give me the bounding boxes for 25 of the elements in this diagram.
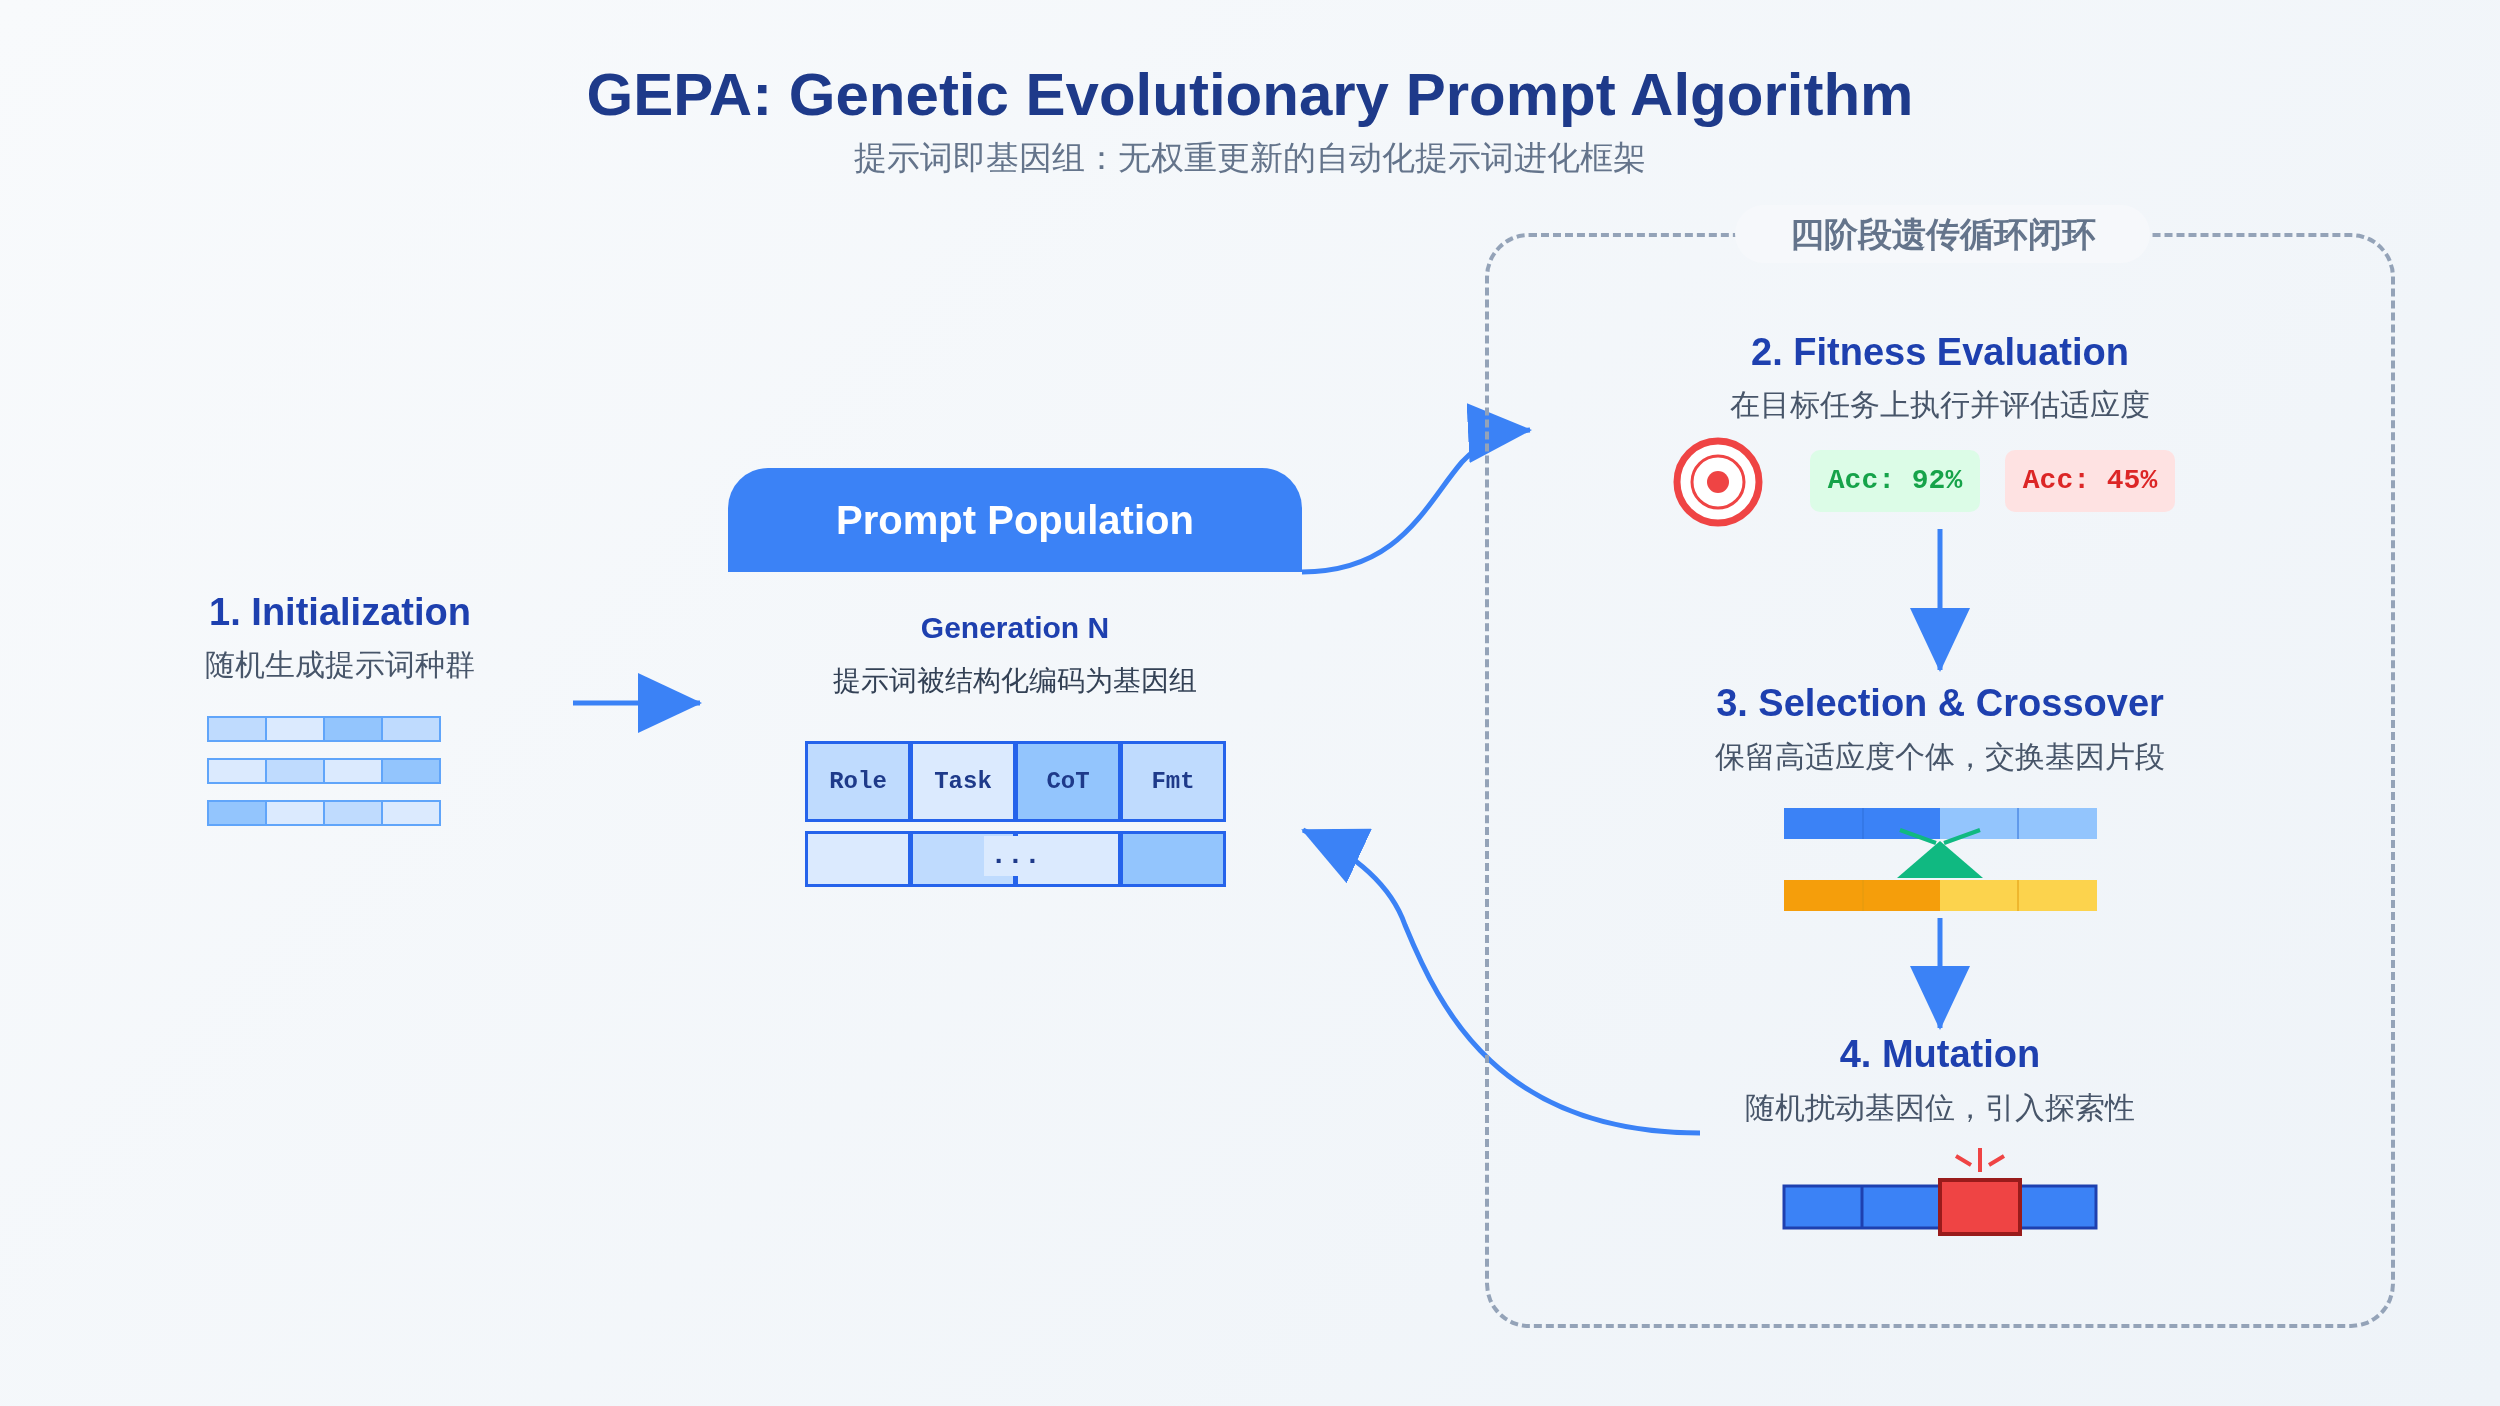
step-title: 2. Fitness Evaluation [1751, 330, 2129, 375]
frame-title: 四阶段遗传循环闭环 [1735, 205, 2150, 263]
arrow [1301, 827, 1701, 1136]
arrow [1910, 529, 1970, 672]
title: GEPA: Genetic Evolutionary Prompt Algorithm [586, 62, 1914, 128]
score-badge: Acc: 45% [2005, 450, 2175, 512]
gene-cell: CoT [1015, 741, 1121, 822]
step-title: 1. Initialization [209, 590, 471, 635]
step-description: 在目标任务上执行并评估适应度 [1730, 387, 2150, 423]
generation-label: Generation N [920, 610, 1110, 646]
gene-cell: Role [805, 741, 911, 822]
step-description: 随机扰动基因位，引入探索性 [1745, 1090, 2135, 1126]
score-badge: Acc: 92% [1810, 450, 1980, 512]
arrow [573, 673, 702, 733]
arrow [1910, 918, 1970, 1030]
step-description: 随机生成提示词种群 [205, 647, 475, 683]
step-description: 保留高适应度个体，交换基因片段 [1715, 739, 2165, 775]
subtitle: 提示词即基因组：无权重更新的自动化提示词进化框架 [854, 138, 1646, 178]
gene-cell: Fmt [1120, 741, 1226, 822]
panel-description: 提示词被结构化编码为基因组 [833, 664, 1197, 698]
arrow [1301, 405, 1532, 575]
header-bar: Prompt Population [728, 468, 1302, 572]
step-title: 3. Selection & Crossover [1716, 681, 2164, 726]
step-title: 4. Mutation [1839, 1032, 2041, 1077]
gene-cell: Task [910, 741, 1016, 822]
